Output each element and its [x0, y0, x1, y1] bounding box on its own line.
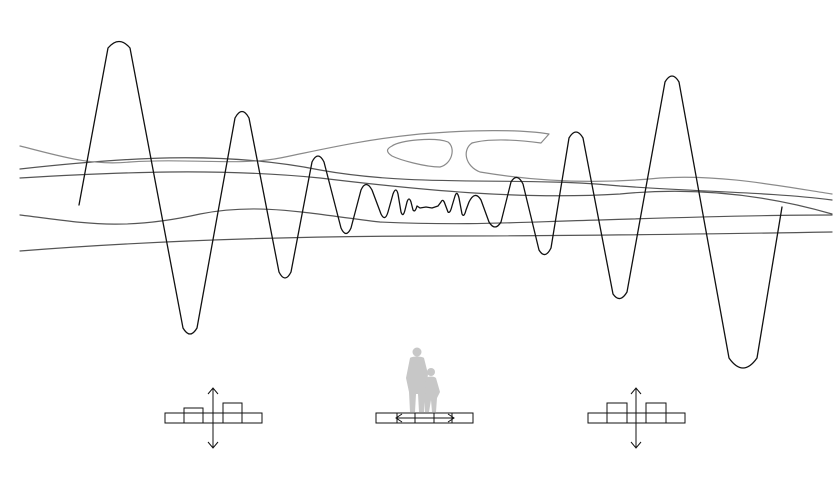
center-icon-arrow-right: [447, 413, 455, 423]
child-head: [427, 368, 435, 376]
contour-line-lower: [19, 208, 833, 225]
contour-line-bottom: [19, 231, 833, 252]
right-icon-arrow-down: [630, 441, 642, 449]
path-edge-bottom: [465, 142, 833, 195]
adult-head: [412, 347, 422, 357]
contour-line-middle: [19, 171, 833, 215]
right-section-icon: [587, 387, 686, 449]
path-edge-top: [19, 130, 550, 164]
center-icon-slab: [375, 412, 474, 424]
left-icon-step-2: [222, 402, 243, 424]
island-shape: [386, 138, 453, 168]
contour-line-upper: [19, 157, 833, 201]
right-icon-arrow-up: [630, 387, 642, 395]
right-icon-step-1: [606, 402, 628, 424]
center-icon-arrow-left: [395, 413, 403, 423]
zigzag-line: [78, 40, 783, 369]
left-icon-arrow-down: [207, 441, 219, 449]
center-section-icon: [375, 412, 474, 424]
right-icon-step-2: [645, 402, 667, 424]
path-outline: [19, 130, 833, 195]
human-figures-silhouette: [406, 347, 440, 412]
terrain-lines: [19, 157, 833, 252]
left-icon-step-1: [183, 407, 204, 424]
left-icon-arrow-up: [207, 387, 219, 395]
adult-body: [406, 356, 428, 412]
left-section-icon: [164, 387, 263, 449]
child-body: [425, 376, 440, 412]
